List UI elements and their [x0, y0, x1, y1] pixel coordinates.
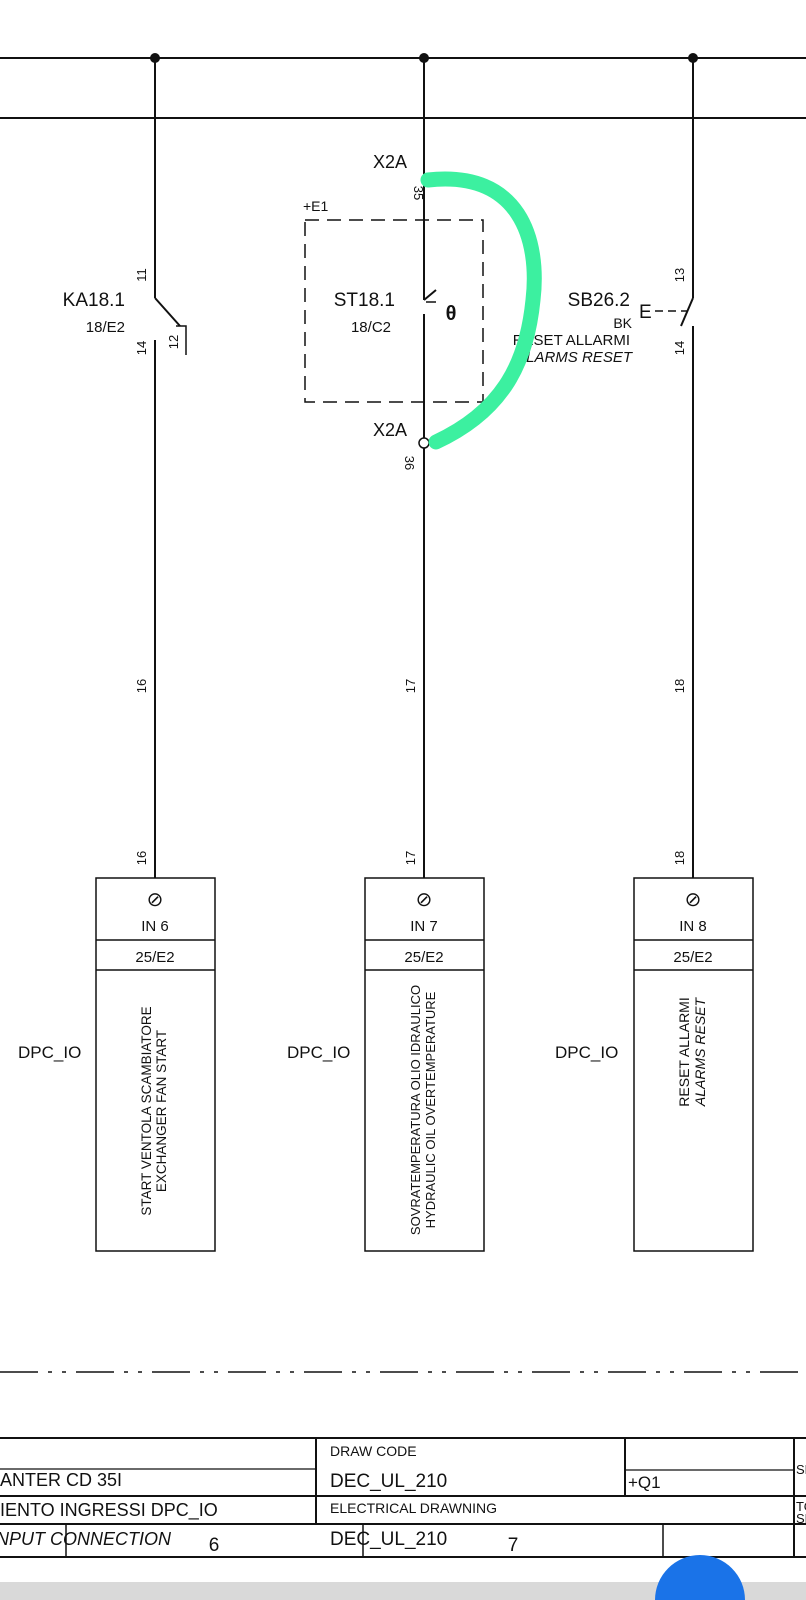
wire-number: 17 [403, 679, 418, 693]
actuator-label: E [639, 302, 652, 323]
draw-code: DEC_UL_210 [330, 1471, 447, 1492]
sheet-total-label: SH [796, 1511, 806, 1526]
input-label: IN 6 [141, 918, 169, 935]
terminal-symbol: ⊘ [416, 889, 433, 911]
pin-label: 12 [166, 335, 181, 349]
column-st18-1: +E1 X2A 35 ST18.1 18/C2 θ X2A 36 17 17 ⊘… [287, 58, 485, 1252]
column-number: 7 [508, 1535, 519, 1556]
io-block [364, 877, 485, 1252]
input-ref: 25/E2 [404, 949, 443, 966]
project-name: ANTER CD 35I [0, 1470, 122, 1490]
column-number: 6 [209, 1535, 220, 1556]
input-ref: 25/E2 [135, 949, 174, 966]
connector-label: X2A [373, 152, 407, 172]
viewer-bottom-bar [0, 1582, 806, 1600]
device-ref: 18/C2 [351, 319, 391, 336]
module-label: DPC_IO [555, 1043, 618, 1062]
device-label: KA18.1 [63, 290, 125, 311]
terminal-symbol: ⊘ [147, 889, 164, 911]
input-label: IN 8 [679, 918, 707, 935]
caption-it: RESET ALLARMI [513, 332, 630, 349]
device-ref: 18/E2 [86, 319, 125, 336]
enclosure-label: +E1 [303, 198, 329, 214]
thermal-symbol: θ [446, 303, 457, 325]
terminal-number: 18 [672, 851, 687, 865]
io-block [633, 877, 754, 1252]
terminal-number: 16 [134, 851, 149, 865]
description-it: START VENTOLA SCAMBIATORE [139, 1006, 154, 1215]
terminal-number: 17 [403, 851, 418, 865]
module-label: DPC_IO [287, 1043, 350, 1062]
connector-label: X2A [373, 420, 407, 440]
caption-en: ALARMS RESET [515, 349, 634, 366]
floating-action-button[interactable] [655, 1555, 745, 1600]
color-code: BK [613, 315, 632, 331]
sheet-label: SH [796, 1462, 806, 1477]
terminal-symbol: ⊘ [685, 889, 702, 911]
sheet-total-label: TO [796, 1499, 806, 1514]
wire-number: 18 [672, 679, 687, 693]
pin-label: 14 [134, 341, 149, 355]
input-ref: 25/E2 [673, 949, 712, 966]
pin-label: 36 [402, 456, 417, 470]
pin-label: 35 [411, 186, 426, 200]
description-en: EXCHANGER FAN START [154, 1030, 169, 1192]
connector-pin [418, 437, 430, 449]
drawing-label: ELECTRICAL DRAWNING [330, 1500, 497, 1516]
input-label: IN 7 [410, 918, 438, 935]
device-label: ST18.1 [334, 290, 395, 311]
module-label: DPC_IO [18, 1043, 81, 1062]
pin-label: 13 [672, 268, 687, 282]
draw-code-label: DRAW CODE [330, 1443, 417, 1459]
description-it: RESET ALLARMI [676, 997, 692, 1106]
description-en: HYDRAULIC OIL OVERTEMPERATURE [423, 991, 438, 1228]
drawing-code: DEC_UL_210 [330, 1529, 447, 1550]
device-label: SB26.2 [568, 290, 630, 311]
description-it: SOVRATEMPERATURA OLIO IDRAULICO [408, 985, 423, 1235]
location-code: +Q1 [628, 1473, 661, 1492]
sheet-title-it: IENTO INGRESSI DPC_IO [0, 1500, 218, 1521]
pin-label: 14 [672, 341, 687, 355]
pin-label: 11 [134, 268, 149, 282]
enclosure-box [304, 219, 484, 403]
io-block [95, 877, 216, 1252]
column-ka18-1: KA18.1 18/E2 11 14 12 16 16 ⊘ IN 6 25/E2… [18, 58, 216, 1252]
column-sb26-2: E SB26.2 BK RESET ALLARMI ALARMS RESET 1… [513, 58, 754, 1252]
sheet-title-en: NPUT CONNECTION [0, 1529, 172, 1549]
highlight-annotation [420, 171, 542, 450]
wire-number: 16 [134, 679, 149, 693]
title-block: ANTER CD 35I IENTO INGRESSI DPC_IO NPUT … [0, 1437, 806, 1558]
description-en: ALARMS RESET [692, 996, 708, 1107]
